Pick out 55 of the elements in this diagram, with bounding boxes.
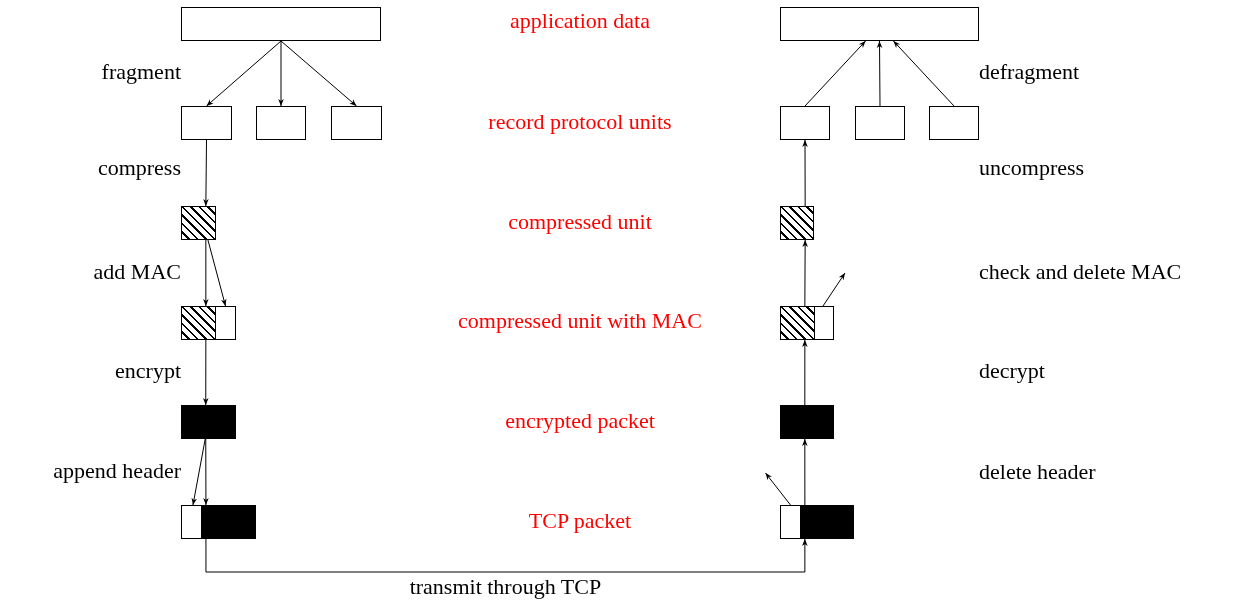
stage-label: TCP packet — [528, 508, 632, 534]
arrow — [203, 438, 209, 506]
arrow — [207, 239, 227, 307]
unit-box — [814, 306, 834, 340]
step-label: encrypt — [115, 358, 181, 384]
stage-label: record protocol units — [488, 109, 672, 135]
unit-box — [780, 106, 830, 140]
step-label: append header — [53, 458, 181, 484]
arrow — [802, 139, 808, 207]
unit-box — [929, 106, 979, 140]
unit-box — [331, 106, 382, 140]
filled-box — [780, 405, 834, 439]
step-label: decrypt — [979, 358, 1045, 384]
stage-label: application data — [510, 8, 650, 34]
arrow — [802, 438, 808, 506]
unit-box — [215, 306, 236, 340]
hatched-box — [780, 206, 814, 240]
filled-box — [201, 505, 256, 539]
unit-box — [855, 106, 905, 140]
unit-box — [780, 505, 801, 539]
arrow — [804, 40, 867, 107]
arrow — [203, 239, 209, 307]
hatched-box — [181, 206, 216, 240]
arrow — [205, 538, 808, 573]
filled-box — [800, 505, 854, 539]
filled-box — [181, 405, 236, 439]
arrow — [278, 40, 284, 107]
arrow — [765, 472, 791, 506]
step-label: delete header — [979, 459, 1096, 485]
step-label: add MAC — [93, 259, 181, 285]
unit-box — [181, 7, 381, 41]
step-label: defragment — [979, 59, 1080, 85]
step-label: check and delete MAC — [979, 259, 1182, 285]
stage-label: encrypted packet — [505, 408, 655, 434]
step-label: compress — [97, 155, 181, 181]
arrow — [280, 40, 357, 107]
stage-label: compressed unit — [508, 209, 652, 235]
stage-label: compressed unit with MAC — [458, 308, 702, 334]
unit-box — [181, 505, 202, 539]
arrow — [802, 239, 808, 307]
step-label: uncompress — [979, 155, 1085, 181]
arrow — [191, 438, 206, 506]
arrow — [203, 139, 209, 207]
unit-box — [780, 7, 979, 41]
arrow — [802, 339, 808, 406]
unit-box — [181, 106, 232, 140]
arrow — [822, 272, 846, 307]
arrow — [202, 339, 209, 406]
arrow — [892, 40, 955, 107]
arrow — [206, 40, 282, 107]
hatched-box — [780, 306, 815, 340]
step-label: fragment — [101, 59, 181, 85]
arrow — [876, 40, 883, 107]
hatched-box — [181, 306, 216, 340]
unit-box — [256, 106, 306, 140]
